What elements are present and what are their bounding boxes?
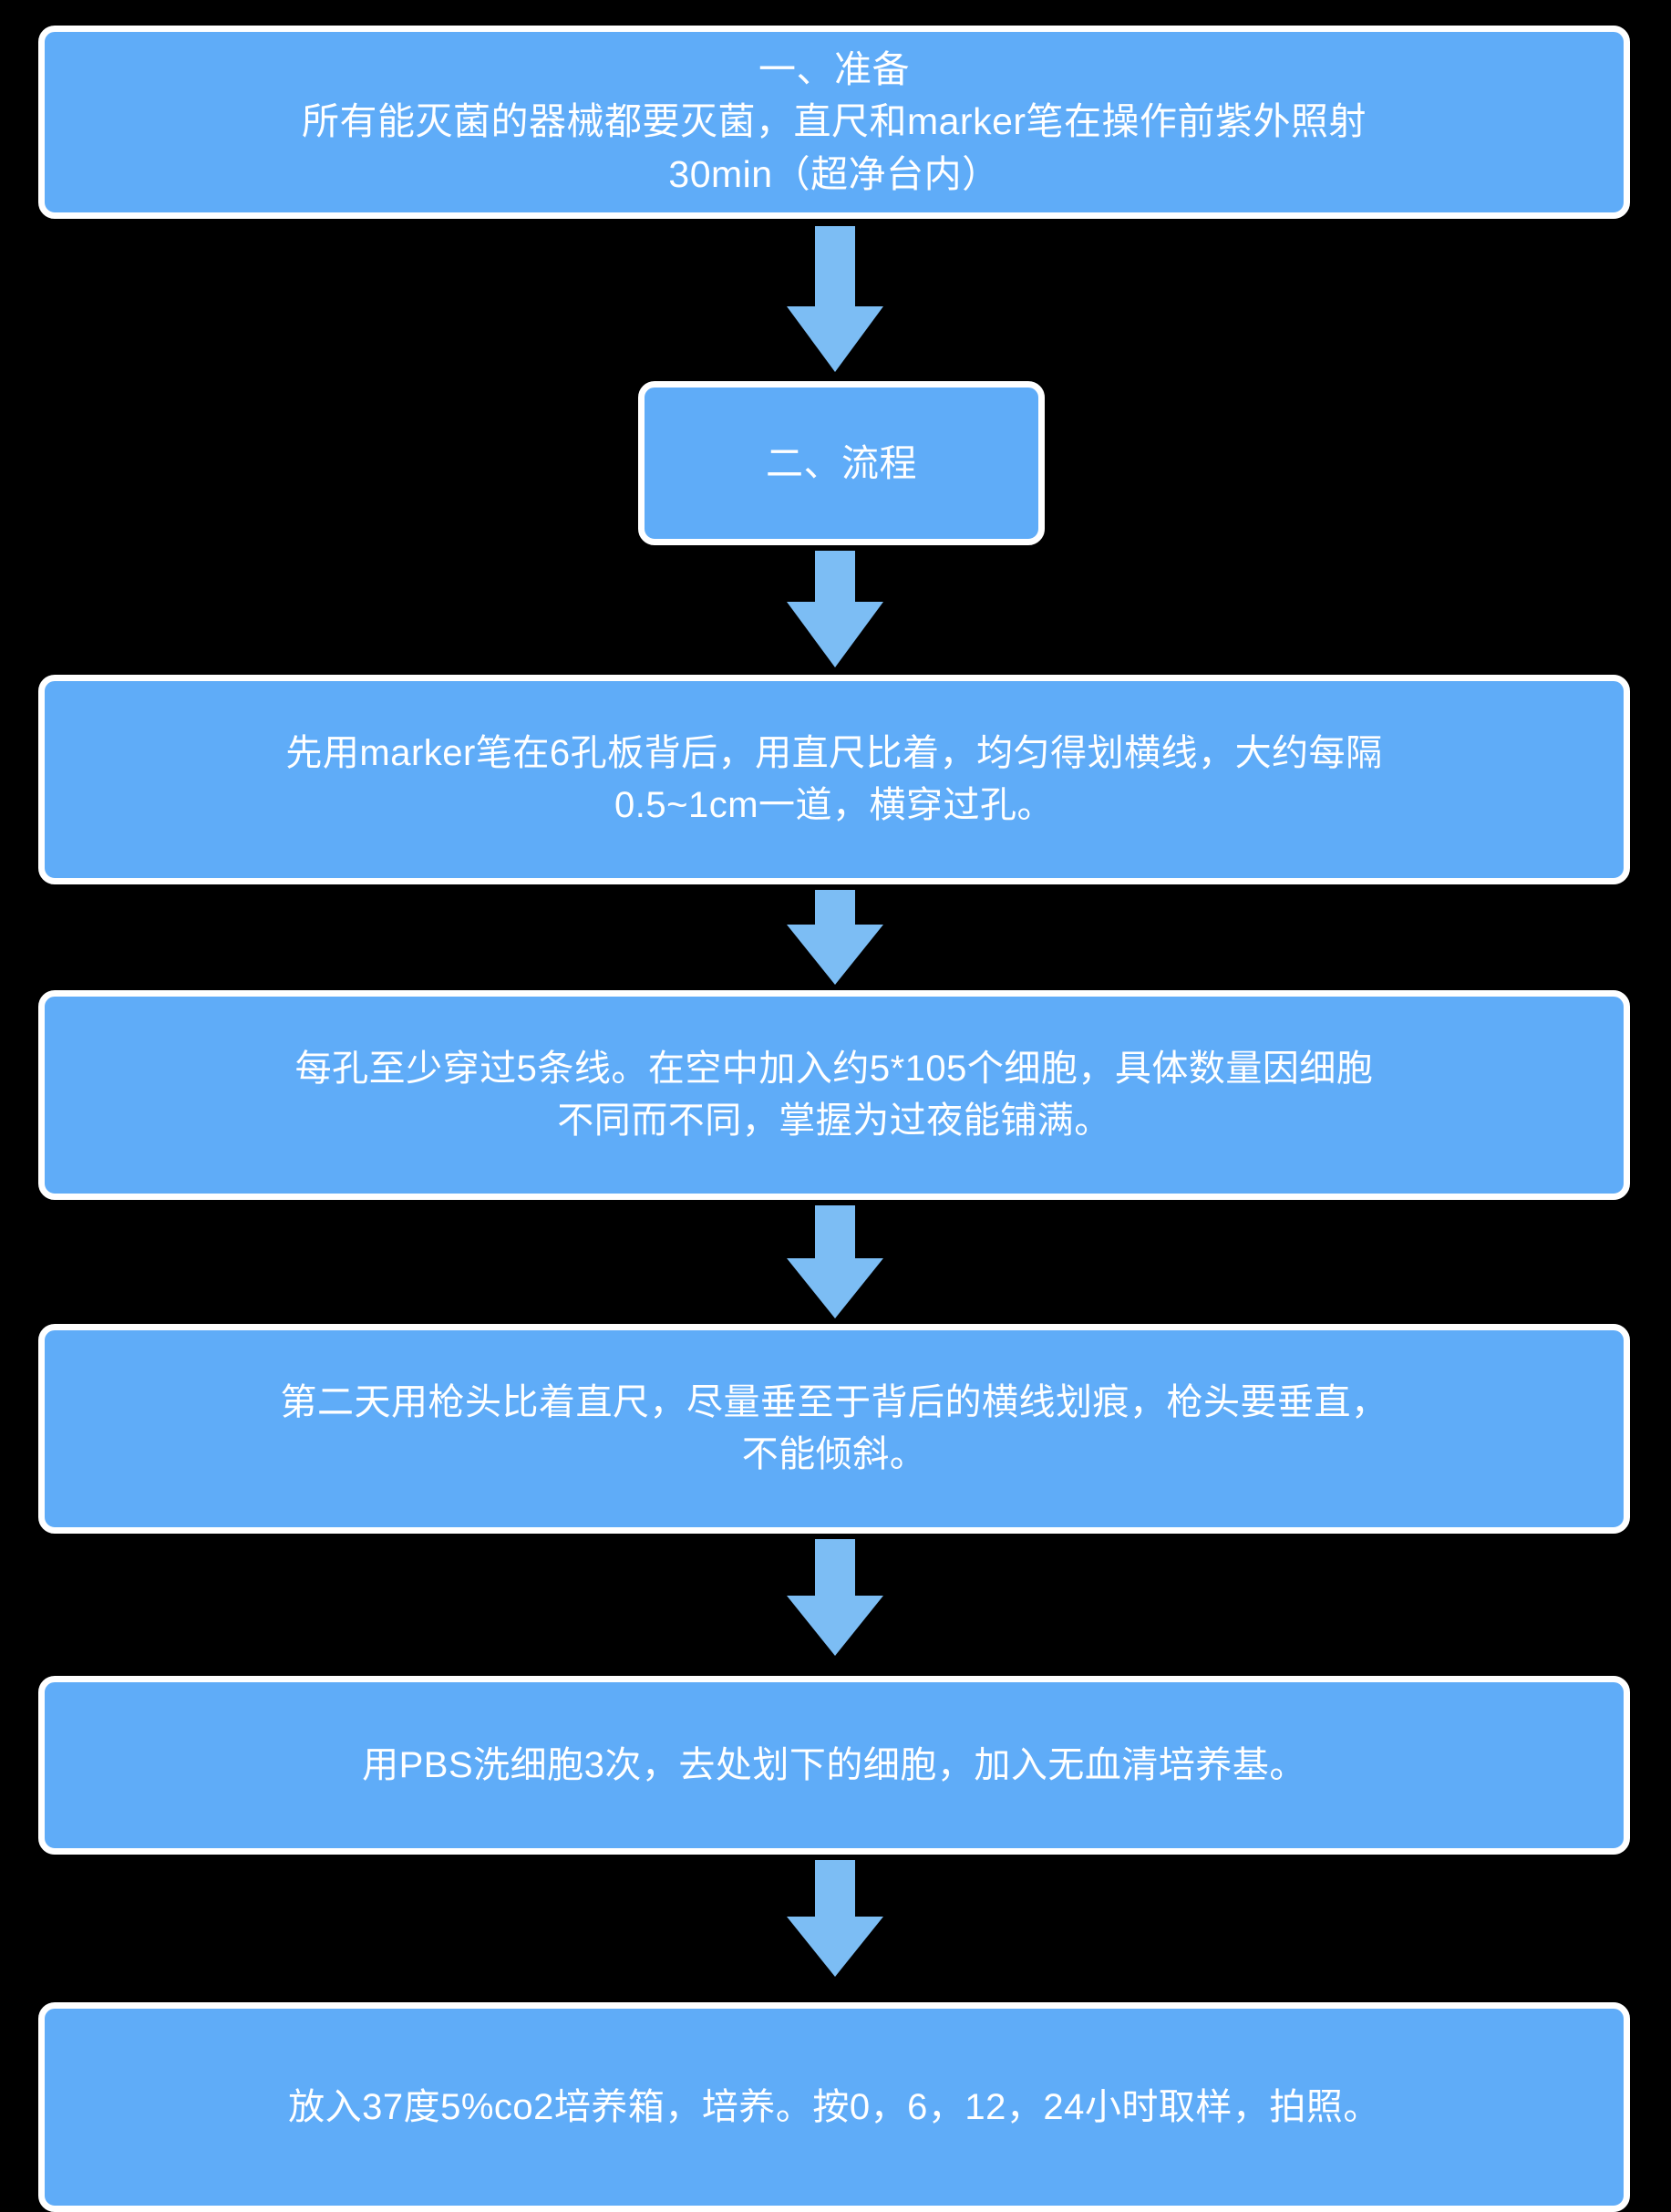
arrow-shaft — [815, 551, 855, 602]
flow-node-process[interactable]: 二、流程 — [638, 381, 1045, 545]
arrow-shaft — [815, 890, 855, 925]
flow-arrow-process-to-step1 — [787, 551, 883, 667]
flow-node-step2[interactable]: 每孔至少穿过5条线。在空中加入约5*105个细胞，具体数量因细胞 不同而不同，掌… — [38, 990, 1630, 1200]
flow-node-step4-label: 用PBS洗细胞3次，去处划下的细胞，加入无血清培养基。 — [362, 1744, 1306, 1785]
arrow-shaft — [815, 1205, 855, 1258]
flow-arrow-step2-to-step3 — [787, 1205, 883, 1318]
arrow-head-down-icon — [787, 1258, 883, 1318]
flow-node-step2-label: 每孔至少穿过5条线。在空中加入约5*105个细胞，具体数量因细胞 不同而不同，掌… — [294, 1049, 1374, 1141]
flow-node-step3[interactable]: 第二天用枪头比着直尺，尽量垂至于背后的横线划痕，枪头要垂直， 不能倾斜。 — [38, 1324, 1630, 1534]
flow-node-step1[interactable]: 先用marker笔在6孔板背后，用直尺比着，均匀得划横线，大约每隔 0.5~1c… — [38, 675, 1630, 884]
flow-arrow-prepare-to-process — [787, 226, 883, 372]
arrow-head-down-icon — [787, 602, 883, 667]
arrow-head-down-icon — [787, 306, 883, 372]
flow-node-step5-label: 放入37度5%co2培养箱，培养。按0，6，12，24小时取样，拍照。 — [288, 2086, 1380, 2127]
arrow-shaft — [815, 226, 855, 306]
flow-node-step4[interactable]: 用PBS洗细胞3次，去处划下的细胞，加入无血清培养基。 — [38, 1676, 1630, 1855]
arrow-shaft — [815, 1539, 855, 1596]
flow-arrow-step4-to-step5 — [787, 1860, 883, 1977]
arrow-shaft — [815, 1860, 855, 1917]
flow-node-prepare-label: 一、准备 所有能灭菌的器械都要灭菌，直尺和marker笔在操作前紫外照射 30m… — [301, 47, 1367, 195]
flow-node-step5[interactable]: 放入37度5%co2培养箱，培养。按0，6，12，24小时取样，拍照。 — [38, 2002, 1630, 2212]
flow-arrow-step3-to-step4 — [787, 1539, 883, 1656]
arrow-head-down-icon — [787, 1596, 883, 1656]
arrow-head-down-icon — [787, 925, 883, 985]
flow-node-step1-label: 先用marker笔在6孔板背后，用直尺比着，均匀得划横线，大约每隔 0.5~1c… — [285, 733, 1383, 825]
arrow-head-down-icon — [787, 1917, 883, 1977]
flow-arrow-step1-to-step2 — [787, 890, 883, 985]
flow-node-step3-label: 第二天用枪头比着直尺，尽量垂至于背后的横线划痕，枪头要垂直， 不能倾斜。 — [280, 1382, 1388, 1474]
flow-node-prepare[interactable]: 一、准备 所有能灭菌的器械都要灭菌，直尺和marker笔在操作前紫外照射 30m… — [38, 26, 1630, 219]
flow-node-process-label: 二、流程 — [766, 441, 917, 484]
